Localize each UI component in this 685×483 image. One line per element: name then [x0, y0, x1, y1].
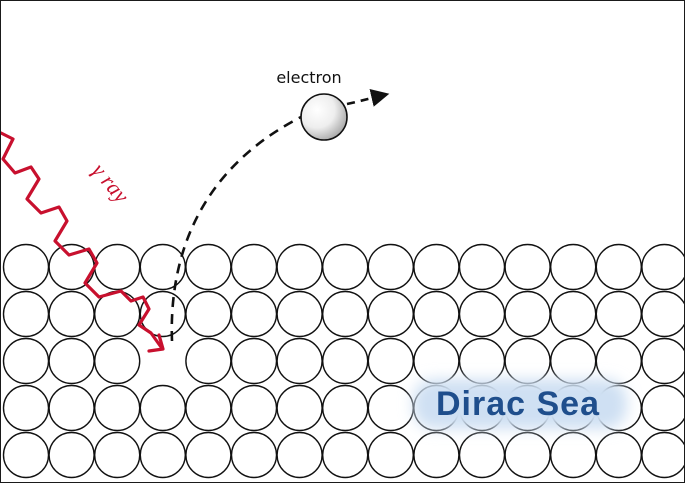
sea-state-circle: [139, 384, 187, 432]
sea-state-circle: [322, 384, 369, 432]
sea-state-circle: [641, 431, 684, 479]
electron-label: electron: [276, 68, 341, 87]
sea-state-circle: [550, 337, 597, 385]
sea-state-circle: [93, 431, 141, 479]
sea-state-circle: [48, 384, 95, 432]
sea-state-circle: [458, 337, 506, 385]
dirac-sea-label: Dirac Sea: [436, 385, 600, 423]
sea-state-circle: [230, 384, 278, 432]
sea-state-circle: [413, 337, 460, 385]
sea-state-circle: [504, 337, 551, 385]
sea-state-circle: [413, 243, 460, 291]
sea-state-circle: [93, 243, 141, 291]
sea-state-circle: [550, 243, 597, 291]
sea-state-circle: [185, 337, 232, 385]
dirac-sea-circles: [2, 243, 684, 479]
sea-state-circle: [48, 337, 95, 385]
sea-state-circle: [641, 337, 684, 385]
sea-state-circle: [504, 431, 551, 479]
sea-state-circle: [641, 290, 684, 338]
sea-state-circle: [367, 337, 414, 385]
sea-state-circle: [550, 431, 597, 479]
sea-state-circle: [413, 431, 460, 479]
sea-state-circle: [458, 290, 506, 338]
sea-state-circle: [504, 290, 551, 338]
electron-ball: [300, 93, 348, 141]
sea-state-circle: [367, 431, 414, 479]
sea-state-circle: [185, 431, 232, 479]
sea-state-circle: [367, 384, 414, 432]
dirac-sea-label-glow: [413, 379, 627, 429]
sea-state-circle: [322, 243, 369, 291]
sea-state-circle: [641, 243, 684, 291]
gamma-ray-arrow: [1, 131, 165, 353]
sea-state-circle: [276, 384, 323, 432]
sea-state-circle: [2, 337, 50, 385]
sea-state-circle: [276, 337, 323, 385]
sea-state-circle: [93, 384, 141, 432]
sea-state-circle: [139, 431, 187, 479]
sea-state-circle: [2, 431, 50, 479]
sea-state-circle: [48, 243, 95, 291]
sea-state-circle: [185, 384, 232, 432]
sea-state-circle: [48, 431, 95, 479]
sea-state-circle: [458, 243, 506, 291]
sea-state-circle: [550, 290, 597, 338]
sea-state-circle: [48, 290, 95, 338]
sea-state-circle: [322, 431, 369, 479]
sea-state-circle: [458, 431, 506, 479]
sea-state-circle: [276, 290, 323, 338]
sea-state-circle: [322, 290, 369, 338]
sea-state-circle: [595, 290, 642, 338]
sea-state-circle: [230, 431, 278, 479]
sea-state-circle: [322, 337, 369, 385]
sea-state-circle: [641, 384, 684, 432]
sea-state-circle: [93, 290, 141, 338]
sea-state-circle: [504, 243, 551, 291]
sea-state-circle: [230, 243, 278, 291]
sea-state-circle: [230, 290, 278, 338]
sea-state-circle: [230, 337, 278, 385]
gamma-ray-arrowhead: [147, 333, 165, 353]
electron-trajectory-arrow: [346, 88, 390, 107]
gamma-ray-wave: [1, 131, 163, 349]
sea-state-circle: [367, 290, 414, 338]
sea-state-circle: [2, 384, 50, 432]
sea-state-circle: [276, 243, 323, 291]
sea-state-circle: [276, 431, 323, 479]
sea-state-circle: [595, 431, 642, 479]
sea-state-circle: [2, 243, 50, 291]
sea-state-circle: [413, 290, 460, 338]
sea-state-circle: [595, 243, 642, 291]
electron-trajectory: [170, 115, 302, 342]
sea-state-circle: [185, 243, 232, 291]
sea-state-circle: [185, 290, 232, 338]
sea-state-circle: [2, 290, 50, 338]
sea-state-circle: [367, 243, 414, 291]
gamma-ray-label: γ ray: [87, 158, 134, 208]
sea-state-circle: [595, 337, 642, 385]
sea-state-circle: [93, 337, 141, 385]
